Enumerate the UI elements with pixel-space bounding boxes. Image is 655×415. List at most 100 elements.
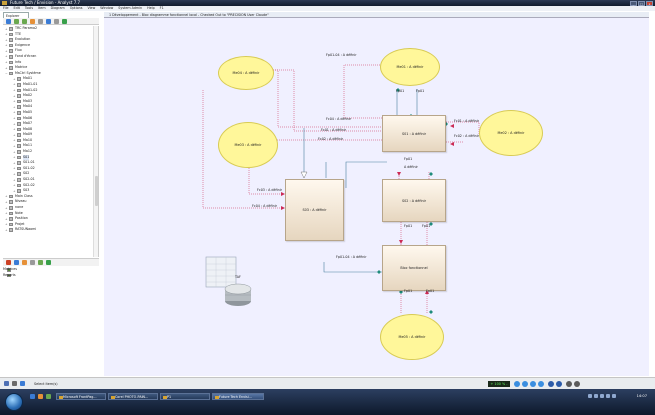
tree-item[interactable]: +RATSUNaomi	[3, 227, 98, 233]
tree-item-matrices[interactable]: Matrices	[3, 267, 99, 273]
expand-toggle-icon[interactable]: +	[13, 110, 16, 115]
security-icon[interactable]	[600, 394, 604, 398]
find-icon[interactable]	[54, 18, 59, 24]
expand-toggle-icon[interactable]: +	[5, 65, 8, 70]
forward-icon[interactable]	[22, 18, 27, 24]
task-envision[interactable]: Future Tech Envisi...	[212, 393, 264, 400]
explorer-tab[interactable]: Explorer	[3, 12, 29, 18]
menu-item[interactable]: Item	[38, 6, 46, 10]
expand-toggle-icon[interactable]: +	[13, 127, 16, 132]
tree-item[interactable]: +Exigence	[3, 43, 98, 49]
expand-toggle-icon[interactable]: +	[13, 104, 16, 109]
language-icon[interactable]	[606, 394, 610, 398]
tree-item[interactable]: +S02-02	[3, 183, 98, 189]
close-button[interactable]: x	[646, 0, 653, 6]
expand-toggle-icon[interactable]: +	[13, 88, 16, 93]
menu-options[interactable]: Options	[69, 6, 83, 10]
tree-item[interactable]: +Main Class	[3, 194, 98, 200]
print-icon[interactable]	[4, 381, 9, 386]
expand-toggle-icon[interactable]: +	[5, 216, 8, 221]
prev-page-icon[interactable]	[522, 381, 528, 387]
tree-item[interactable]: +Ma03	[3, 99, 98, 105]
volume-icon[interactable]	[594, 394, 598, 398]
network-icon[interactable]	[588, 394, 592, 398]
expand-toggle-icon[interactable]: +	[13, 138, 16, 143]
tree-item[interactable]: +Ma05	[3, 110, 98, 116]
tree-item-reports[interactable]: Reports	[3, 273, 99, 279]
expand-toggle-icon[interactable]: +	[5, 211, 8, 216]
explorer-scrollbar[interactable]	[93, 26, 98, 257]
expand-toggle-icon[interactable]: +	[13, 143, 16, 148]
start-button[interactable]	[5, 393, 23, 411]
expand-toggle-icon[interactable]: +	[5, 48, 8, 53]
update-icon[interactable]	[612, 394, 616, 398]
settings-icon[interactable]	[566, 381, 572, 387]
tree-item[interactable]: +Ma11	[3, 143, 98, 149]
expand-toggle-icon[interactable]: +	[13, 177, 16, 182]
tree-item[interactable]: +S01	[3, 154, 98, 161]
tree-item[interactable]: +Note	[3, 211, 98, 217]
add-icon[interactable]	[38, 260, 43, 265]
browser-icon[interactable]	[30, 394, 35, 399]
tree-item[interactable]: +S02-01	[3, 177, 98, 183]
tree-item[interactable]: +Ma12	[3, 149, 98, 155]
find-icon[interactable]	[12, 381, 17, 386]
expand-toggle-icon[interactable]: +	[5, 60, 8, 65]
tree-item[interactable]: +Ma01	[3, 76, 98, 82]
expand-toggle-icon[interactable]: +	[13, 160, 16, 165]
tree-item[interactable]: +Ma04	[3, 104, 98, 110]
diagram-canvas[interactable]: Me04 : A définir Me01 : A définir Me03 :…	[104, 18, 649, 376]
zoom-out-icon[interactable]	[556, 381, 562, 387]
diagram-tab[interactable]: 1 Développement - Bloc diagramme fonctio…	[104, 12, 649, 18]
info-icon[interactable]	[20, 381, 25, 386]
block-s01[interactable]: S01 : A définir	[382, 115, 446, 152]
tree-item[interactable]: +none	[3, 205, 98, 211]
actor-me01[interactable]: Me01 : A définir	[380, 48, 440, 86]
actor-me02[interactable]: Me02 : A définir	[479, 110, 543, 156]
tree-item[interactable]: +Ma06	[3, 116, 98, 122]
menu-edit[interactable]: Edit	[13, 6, 20, 10]
first-page-icon[interactable]	[514, 381, 520, 387]
maximize-button[interactable]: □	[638, 0, 645, 6]
report-icon[interactable]	[14, 260, 19, 265]
expand-toggle-icon[interactable]: +	[5, 37, 8, 42]
task-p1[interactable]: P1	[160, 393, 210, 400]
tree-item[interactable]: +Ma10	[3, 138, 98, 144]
expand-toggle-icon[interactable]: +	[5, 54, 8, 59]
expand-toggle-icon[interactable]: +	[13, 82, 16, 87]
task-corel[interactable]: Corel PHOTO-PAIN...	[108, 393, 158, 400]
expand-toggle-icon[interactable]: +	[5, 43, 8, 48]
sync-icon[interactable]	[46, 260, 51, 265]
expand-toggle-icon[interactable]: +	[5, 222, 8, 227]
sync-icon[interactable]	[62, 18, 67, 24]
actor-me03[interactable]: Me03 : A définir	[218, 122, 278, 168]
expand-toggle-icon[interactable]: +	[13, 183, 16, 188]
task-frontpage[interactable]: Microsoft FrontPag...	[56, 393, 106, 400]
tree-item[interactable]: +Ma08	[3, 127, 98, 133]
tree-item[interactable]: +Niveau	[3, 199, 98, 205]
expand-toggle-icon[interactable]: +	[13, 171, 16, 176]
link-icon[interactable]	[46, 18, 51, 24]
database-icon[interactable]	[205, 256, 255, 308]
tree-item[interactable]: +Ma07	[3, 121, 98, 127]
expand-toggle-icon[interactable]: +	[5, 205, 8, 210]
tree-item[interactable]: +TRC Paramo2	[3, 26, 98, 32]
expand-toggle-icon[interactable]: +	[13, 93, 16, 98]
tree-item[interactable]: +S02	[3, 171, 98, 177]
menu-tools[interactable]: Tools	[24, 6, 34, 10]
tree-item[interactable]: +Evolution	[3, 37, 98, 43]
zoom-in-icon[interactable]	[548, 381, 554, 387]
expand-toggle-icon[interactable]: −	[5, 71, 8, 76]
tree-item[interactable]: +Fond d'écran	[3, 54, 98, 60]
expand-toggle-icon[interactable]: +	[13, 121, 16, 126]
actor-me04[interactable]: Me04 : A définir	[218, 56, 274, 90]
tree-item[interactable]: +S01-01	[3, 160, 98, 166]
menu-help[interactable]: Help	[147, 6, 155, 10]
expand-toggle-icon[interactable]: +	[13, 116, 16, 120]
expand-toggle-icon[interactable]: +	[5, 26, 8, 31]
expand-toggle-icon[interactable]: +	[5, 32, 8, 37]
expand-toggle-icon[interactable]: +	[13, 155, 16, 160]
block-s03[interactable]: S03 : A définir	[285, 179, 344, 241]
tree-item[interactable]: +S03	[3, 188, 98, 194]
edit-icon[interactable]	[22, 260, 27, 265]
